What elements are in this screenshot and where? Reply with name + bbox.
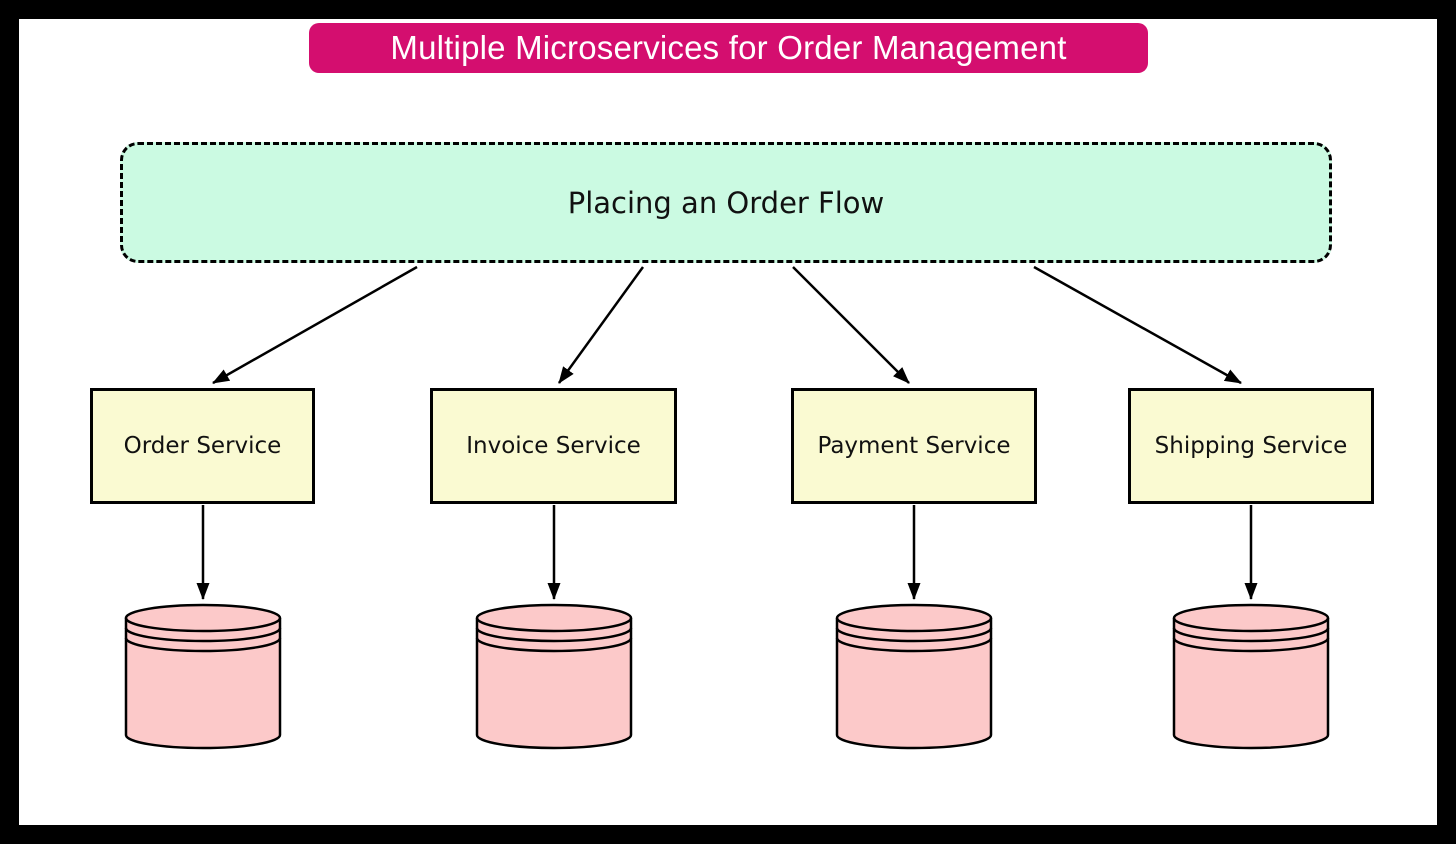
- service-node-order: Order Service: [90, 388, 315, 504]
- arrow-flow-to-shipping: [1033, 265, 1242, 385]
- diagram-title: Multiple Microservices for Order Managem…: [390, 29, 1067, 66]
- service-node-label: Shipping Service: [1154, 433, 1348, 459]
- service-node-label: Order Service: [123, 433, 282, 459]
- service-node-label: Invoice Service: [466, 433, 641, 459]
- diagram-canvas: Multiple Microservices for Order Managem…: [19, 19, 1437, 825]
- database-cylinder-icon: [124, 603, 282, 750]
- service-node-payment: Payment Service: [791, 388, 1037, 504]
- arrow-flow-to-payment: [792, 266, 910, 384]
- service-node-invoice: Invoice Service: [430, 388, 677, 504]
- database-cylinder-icon: [475, 603, 633, 750]
- service-node-label: Payment Service: [817, 433, 1011, 459]
- title-banner: Multiple Microservices for Order Managem…: [309, 23, 1148, 73]
- database-cylinder-icon: [835, 603, 993, 750]
- database-cylinder-icon: [1172, 603, 1330, 750]
- flow-node-placing-order: Placing an Order Flow: [120, 142, 1332, 263]
- flow-node-label: Placing an Order Flow: [567, 185, 885, 220]
- arrow-flow-to-invoice: [557, 266, 645, 384]
- arrow-flow-to-order: [212, 265, 418, 385]
- service-node-shipping: Shipping Service: [1128, 388, 1374, 504]
